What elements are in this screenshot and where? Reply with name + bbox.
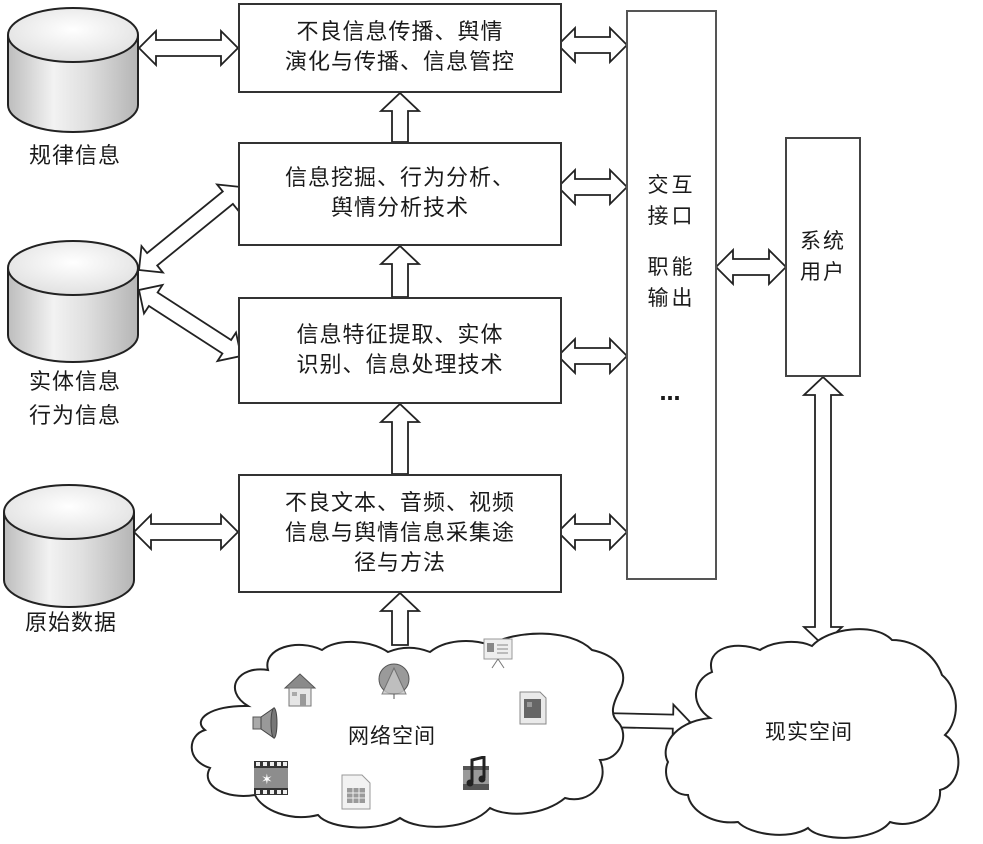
arrow-raw-to-collection: [132, 512, 240, 552]
speaker-icon: [252, 707, 278, 739]
real-space-label: 现实空间: [765, 720, 853, 744]
box-feature-extraction[interactable]: 信息特征提取、实体 识别、信息处理技术: [238, 297, 562, 404]
arrow-rules-to-control: [137, 28, 240, 68]
arrow-mining-to-control: [378, 91, 422, 143]
database-rules-icon: [7, 7, 139, 133]
box-system-user[interactable]: 系统 用户: [785, 137, 861, 377]
interface-label: 交互 接口: [647, 173, 696, 228]
arrow-box-to-interface-3: [556, 336, 629, 376]
presentation-icon: [483, 638, 513, 669]
arrow-user-to-real-space: [801, 375, 845, 647]
arrow-box-to-interface-4: [556, 512, 629, 552]
function-output-label: 职能 输出: [647, 255, 696, 310]
real-space-cloud-shape: [664, 628, 960, 839]
system-user-label: 系统 用户: [800, 229, 846, 284]
box-info-collection-text: 不良文本、音频、视频 信息与舆情信息采集途 径与方法: [284, 490, 515, 576]
database-raw-label: 原始数据: [24, 611, 117, 636]
database-entity-icon: [7, 240, 139, 363]
video-icon: ✶: [254, 761, 288, 795]
arrow-box-to-interface-1: [556, 25, 629, 65]
arrow-entity-to-extraction: [137, 283, 243, 363]
box-info-mining[interactable]: 信息挖掘、行为分析、 舆情分析技术: [238, 142, 562, 246]
database-raw-icon: [3, 484, 135, 608]
arrow-cyberspace-to-collection: [378, 591, 422, 646]
globe-icon: [378, 663, 410, 699]
arrow-interface-to-user: [714, 247, 788, 287]
database-rules-label: 规律信息: [28, 144, 121, 169]
cyberspace-label: 网络空间: [348, 724, 436, 748]
arrow-extraction-to-mining: [378, 244, 422, 298]
music-video-icon: [463, 756, 489, 790]
box-feature-extraction-text: 信息特征提取、实体 识别、信息处理技术: [296, 322, 504, 378]
ellipsis-label: …: [659, 381, 684, 405]
box-interaction-interface[interactable]: 交互 接口 职能 输出 …: [626, 10, 717, 580]
box-info-collection[interactable]: 不良文本、音频、视频 信息与舆情信息采集途 径与方法: [238, 474, 562, 593]
spreadsheet-icon: [341, 774, 371, 810]
database-entity-label: 实体信息 行为信息: [28, 370, 121, 429]
box-info-mining-text: 信息挖掘、行为分析、 舆情分析技术: [284, 166, 515, 221]
box-info-control[interactable]: 不良信息传播、舆情 演化与传播、信息管控: [238, 3, 562, 93]
svg-text:✶: ✶: [261, 772, 273, 788]
arrow-collection-to-extraction: [378, 402, 422, 475]
image-file-icon: [519, 691, 547, 725]
arrow-box-to-interface-2: [556, 167, 629, 207]
arrow-entity-to-mining: [138, 183, 242, 274]
box-info-control-text: 不良信息传播、舆情 演化与传播、信息管控: [284, 20, 515, 75]
house-icon: [283, 673, 317, 707]
